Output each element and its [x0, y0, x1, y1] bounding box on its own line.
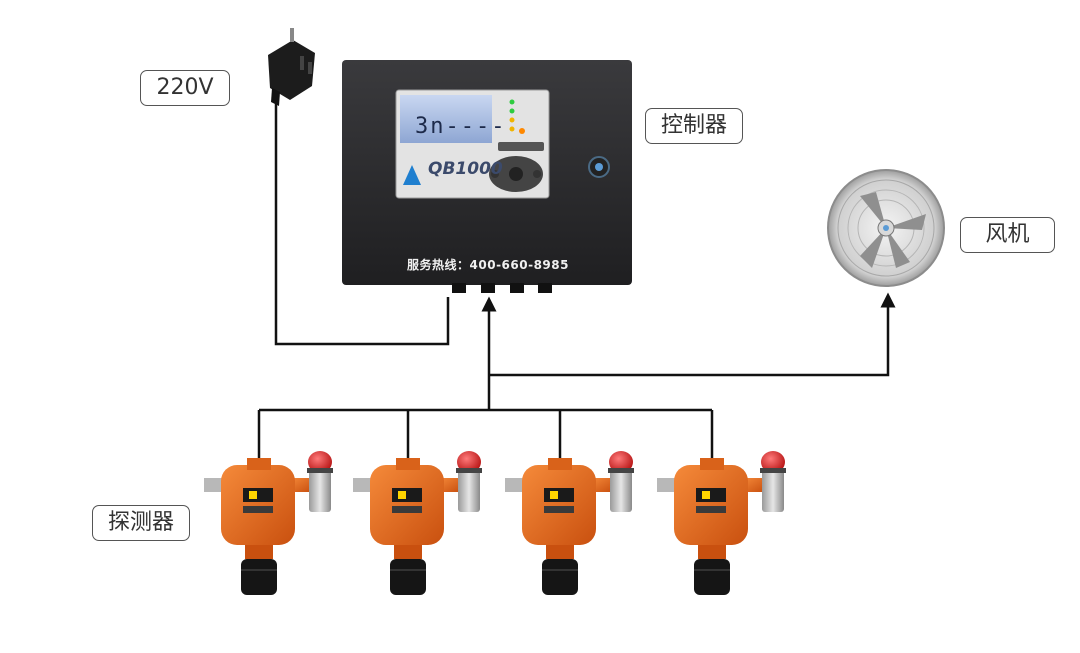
lcd-readout: 3n---- [415, 114, 507, 139]
controller-label: 控制器 [645, 108, 743, 144]
detector-screen [696, 488, 726, 502]
lcd-screen [400, 95, 492, 143]
cable-gland [390, 559, 426, 595]
fan-label: 风机 [960, 217, 1055, 253]
signal-bus [257, 292, 896, 468]
alarm-lamp-icon [457, 451, 481, 473]
detector-label: 探测器 [92, 505, 190, 541]
detector-unit [505, 451, 634, 595]
detector-screen [392, 488, 422, 502]
detector-unit [353, 451, 482, 595]
power-plug-icon [268, 28, 315, 106]
detector-screen [544, 488, 574, 502]
detector-unit [657, 451, 786, 595]
cable-gland [241, 559, 277, 595]
logo-icon [403, 165, 421, 185]
fan-icon [827, 169, 945, 287]
controller-box [342, 60, 632, 293]
detector-screen [243, 488, 273, 502]
detector-group [204, 451, 786, 595]
alarm-lamp-icon [609, 451, 633, 473]
detector-unit [204, 451, 333, 595]
alarm-lamp-icon [761, 451, 785, 473]
power-label: 220V [140, 70, 230, 106]
model-name: QB1000 [428, 159, 503, 179]
cable-gland [694, 559, 730, 595]
service-hotline: 服务热线：400-660-8985 [407, 258, 569, 272]
power-cable [274, 95, 450, 346]
cable-gland [542, 559, 578, 595]
alarm-lamp-icon [308, 451, 332, 473]
